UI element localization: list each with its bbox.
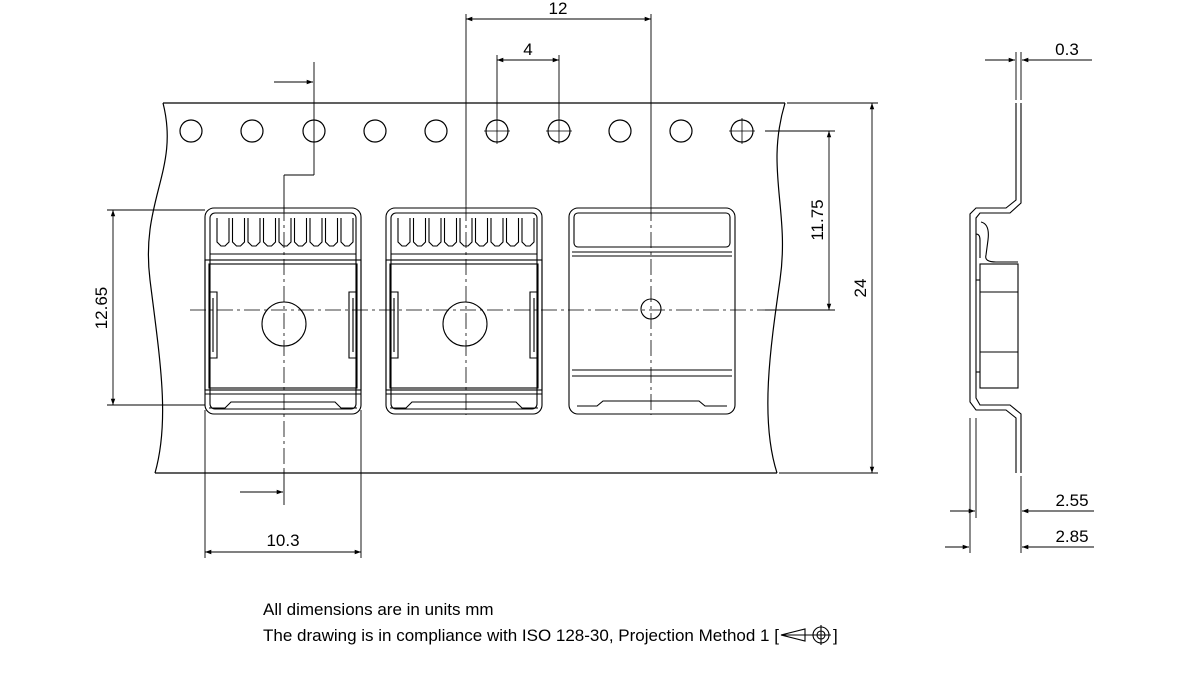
pocket-3 — [568, 207, 736, 415]
sprocket-hole — [179, 119, 203, 143]
bracket-close: ] — [832, 626, 838, 645]
dim-2-55: 2.55 — [1055, 491, 1088, 510]
pocket-1 — [204, 207, 362, 415]
units-note-text: All dimensions are in units mm — [263, 600, 494, 619]
bracket-open: [ — [769, 626, 779, 645]
side-view-dimensions — [945, 52, 1094, 553]
tape-drawing: 12 4 0.3 11.75 24 12.65 10.3 2.55 2.85 — [92, 0, 1094, 558]
pockets — [204, 207, 736, 415]
dim-pitch-12: 12 — [549, 0, 568, 18]
sprocket-hole — [240, 119, 264, 143]
dim-10-3: 10.3 — [266, 531, 299, 550]
sprocket-hole — [363, 119, 387, 143]
dim-24: 24 — [851, 279, 870, 298]
first-angle-projection-icon — [780, 625, 831, 645]
side-view — [969, 103, 1022, 473]
dim-pitch-4: 4 — [523, 40, 532, 59]
compliance-note-text: The drawing is in compliance with ISO 12… — [263, 626, 770, 645]
units-note: All dimensions are in units mm — [263, 600, 494, 620]
sprocket-hole — [669, 119, 693, 143]
sprocket-hole — [424, 119, 448, 143]
sprocket-holes — [179, 119, 754, 143]
dim-11-75: 11.75 — [808, 199, 827, 240]
sprocket-hole — [608, 119, 632, 143]
dim-2-85: 2.85 — [1055, 527, 1088, 546]
compliance-note: The drawing is in compliance with ISO 12… — [263, 625, 838, 646]
dim-thickness: 0.3 — [1055, 40, 1079, 59]
carrier-tape-outline — [147, 102, 786, 474]
center-lines — [190, 205, 765, 470]
pocket-2 — [385, 207, 543, 415]
dim-12-65: 12.65 — [92, 287, 111, 330]
dimension-lines — [107, 14, 878, 558]
